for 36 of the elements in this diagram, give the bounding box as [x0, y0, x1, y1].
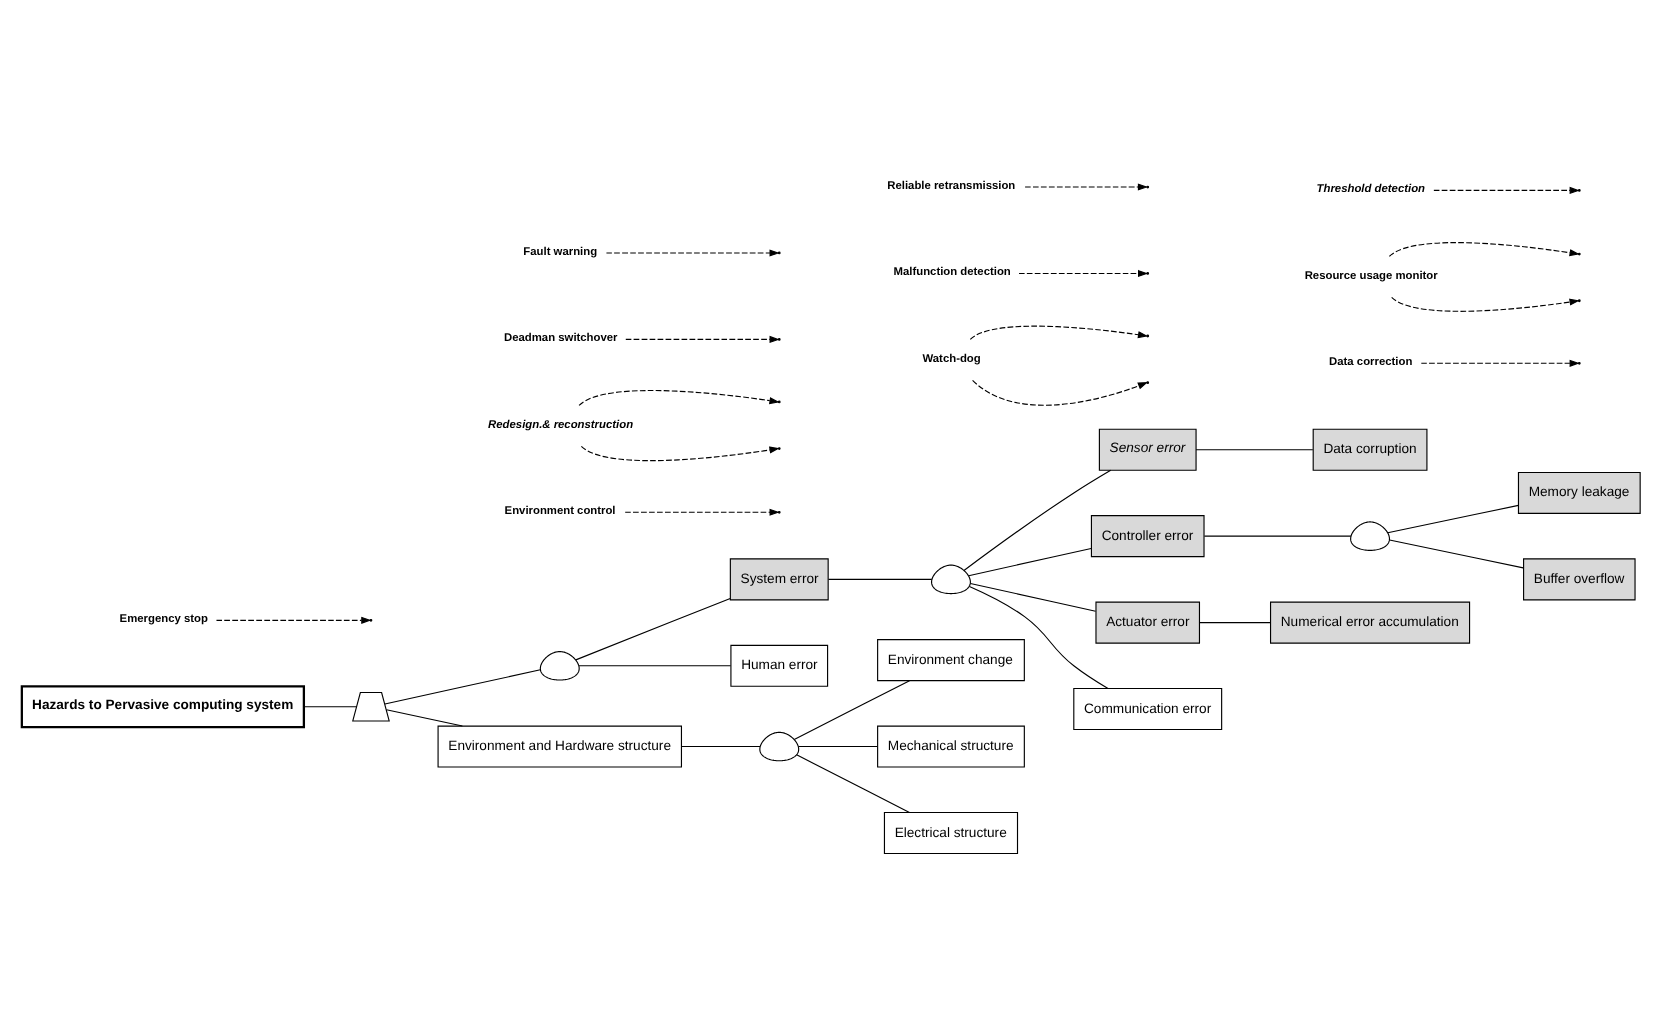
connector [968, 547, 1092, 577]
connector [384, 669, 541, 705]
connector [303, 706, 357, 708]
arrow [1391, 296, 1580, 312]
arrow [625, 335, 780, 343]
arrow [1388, 242, 1580, 257]
node-trapezoid [352, 691, 390, 722]
connector [827, 578, 933, 580]
arrow [215, 616, 372, 624]
connector [578, 665, 732, 667]
arrow [580, 445, 780, 462]
connector [575, 597, 731, 661]
node-gate [759, 731, 800, 762]
connector [797, 745, 879, 748]
connector [681, 745, 761, 748]
connector [1203, 535, 1352, 537]
connector [793, 680, 911, 741]
node-gate [1350, 521, 1391, 551]
arrow [972, 379, 1149, 406]
arrow [605, 249, 780, 257]
connector [1199, 622, 1271, 624]
arrow [1433, 186, 1580, 195]
connector [963, 469, 1112, 572]
connector [968, 585, 1109, 690]
arrow [1420, 359, 1580, 367]
arrow [578, 389, 780, 406]
connector [1387, 504, 1519, 534]
connector [1195, 449, 1314, 451]
arrow [624, 508, 780, 516]
node-gate [539, 651, 580, 681]
connector [796, 754, 911, 813]
node-gate [931, 564, 971, 595]
connector [969, 582, 1097, 612]
arrow [1018, 269, 1149, 278]
connector [1389, 539, 1524, 569]
connector [385, 709, 463, 727]
